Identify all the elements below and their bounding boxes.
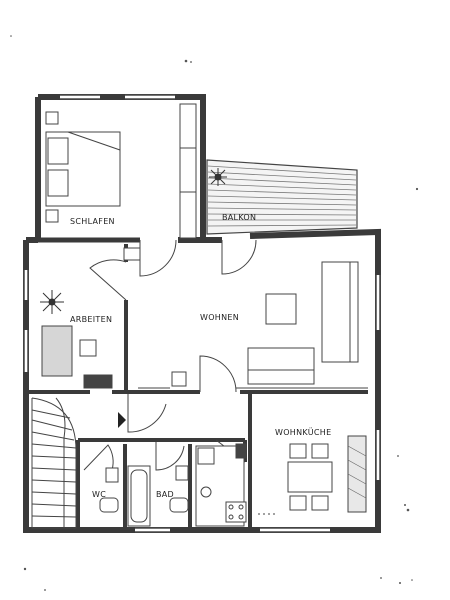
cabinet [83,374,113,389]
scan-specks [10,35,419,591]
armchair [171,371,187,387]
dining-table [287,461,333,493]
window-sills [23,94,381,533]
staircase [31,397,77,529]
label-wc: WC [92,490,106,499]
label-wohnen: WOHNEN [200,313,239,322]
chair [79,339,97,357]
windows [24,95,380,532]
kueche-furniture [195,435,367,527]
label-bad: BAD [156,490,174,499]
balkon-area [206,159,358,235]
sofa [321,261,359,363]
arbeiten-plant-icon [40,290,64,314]
coffee-table [265,293,297,325]
wohnen-furniture [138,261,368,389]
label-schlafen: SCHLAFEN [70,217,115,226]
arbeiten-furniture [40,247,141,389]
desk [41,325,73,377]
bathroom-fixtures [99,443,247,527]
bad-toilet [169,497,189,513]
sideboard [247,347,315,385]
stove [225,501,247,523]
wardrobe [179,103,197,239]
wc-sink [105,467,119,483]
schlafen-furniture [45,103,197,239]
label-arbeiten: ARBEITEN [70,315,112,324]
label-balkon: BALKON [222,213,256,222]
balkon-plant-icon [209,168,227,186]
nightstand [45,111,59,125]
bad-sink [175,465,189,481]
nightstand [45,209,59,223]
doors [83,239,257,471]
wc-toilet [99,497,119,513]
room-labels: SCHLAFEN BALKON ARBEITEN WOHNEN WOHNKÜCH… [70,213,331,499]
entrance-arrow-icon [118,412,126,428]
exterior-walls [23,94,381,533]
label-wohnkueche: WOHNKÜCHE [275,427,331,437]
